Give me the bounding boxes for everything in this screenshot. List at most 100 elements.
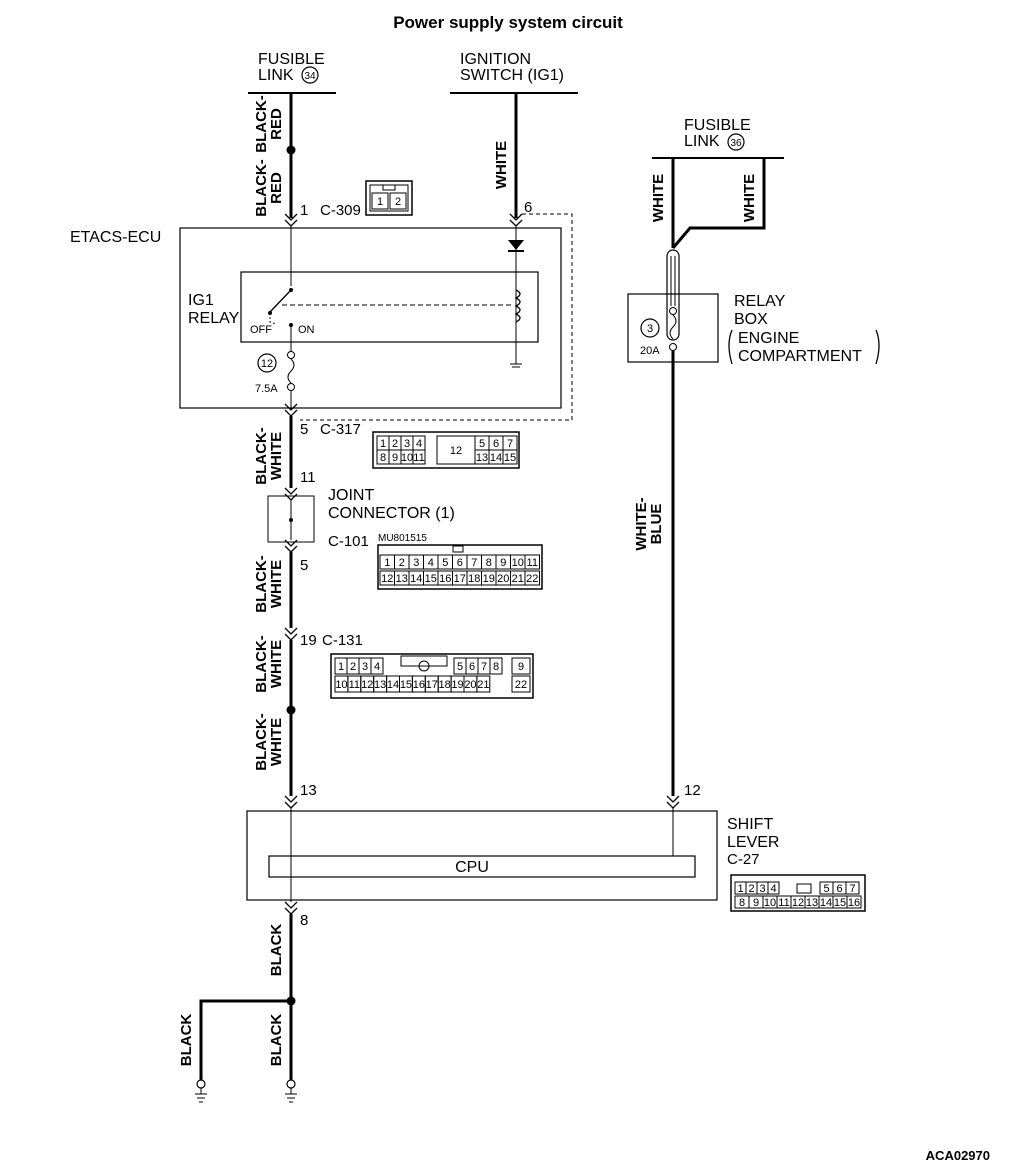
pin-sl-13: 13 — [300, 782, 317, 799]
svg-text:WHITE: WHITE — [268, 718, 285, 766]
wire-label-black-white-b: BLACK- WHITE — [253, 555, 285, 613]
connector-pin: 1 — [338, 661, 344, 673]
connector-pin: 4 — [374, 661, 380, 673]
connector-c131-label: C-131 — [322, 632, 363, 649]
pin-ign-6: 6 — [524, 199, 532, 216]
ignition-wire — [508, 93, 524, 368]
connector-pin: 21 — [477, 679, 489, 691]
connector-pin: 5 — [479, 438, 485, 450]
wire-label-white-b: WHITE — [741, 174, 758, 222]
connector-c101-part: MU801515 — [378, 533, 427, 544]
connector-pin: 15 — [400, 679, 412, 691]
connector-pin: 9 — [518, 661, 524, 673]
connector-pin: 3 — [362, 661, 368, 673]
joint-connector-line1: JOINT — [328, 487, 374, 504]
left-wire-segment-3 — [284, 552, 298, 902]
connector-pin: 11 — [349, 679, 360, 691]
connector-pin: 12 — [361, 679, 373, 691]
pin-c309-1: 1 — [300, 202, 308, 219]
svg-text:WHITE: WHITE — [268, 560, 285, 608]
relay-box-line2: BOX — [734, 311, 768, 328]
relay-box: 3 20A — [627, 293, 719, 363]
svg-text:7.5A: 7.5A — [255, 383, 278, 395]
connector-pin: 10 — [335, 679, 347, 691]
joint-connector-box — [267, 495, 315, 553]
right-wires — [666, 158, 766, 856]
fusible-link-36: FUSIBLE LINK 36 — [652, 117, 784, 159]
connector-pin: 8 — [380, 452, 386, 464]
fusible-link-36-line2: LINK — [684, 133, 720, 150]
connector-pin: 2 — [392, 438, 398, 450]
connector-pin: 19 — [483, 573, 495, 585]
connector-c309-face: 1 2 — [365, 180, 413, 216]
connector-pin: 4 — [428, 557, 434, 569]
wire-label-black-b: BLACK — [178, 1014, 195, 1067]
svg-text:BLACK-: BLACK- — [253, 427, 270, 485]
connector-pin: 18 — [439, 679, 451, 691]
shift-lever-line2: LEVER — [727, 834, 779, 851]
connector-pin: 1 — [384, 557, 390, 569]
connector-pin: 7 — [507, 438, 513, 450]
fusible-link-34: FUSIBLE LINK 34 — [248, 51, 336, 94]
wire-label-black-white-c: BLACK- WHITE — [253, 635, 285, 693]
relay-switch-icon — [268, 288, 512, 352]
shift-lever-box — [246, 810, 718, 901]
connector-pin: 15 — [504, 452, 516, 464]
svg-text:BLUE: BLUE — [648, 504, 665, 545]
connector-pin: 15 — [425, 573, 437, 585]
wire-label-black-red-a: BLACK- RED — [253, 95, 285, 153]
diagram-title: Power supply system circuit — [393, 13, 623, 32]
fusible-link-34-circle — [301, 66, 319, 84]
svg-text:BLACK-: BLACK- — [253, 713, 270, 771]
cpu-box — [268, 855, 696, 878]
connector-pin: 13 — [476, 452, 488, 464]
ig1-relay-box — [240, 271, 539, 343]
connector-pin: 17 — [426, 679, 438, 691]
relay-box-bracket-right — [875, 329, 880, 365]
connector-pin: 13 — [806, 897, 818, 909]
connector-c101-label: C-101 — [328, 533, 369, 550]
wire-label-black-white-a: BLACK- WHITE — [253, 427, 285, 485]
svg-text:20A: 20A — [640, 345, 660, 357]
connector-pin: 5 — [823, 883, 829, 895]
connector-pin: 10 — [401, 452, 413, 464]
connector-pin: 6 — [836, 883, 842, 895]
fusible-link-36-circle — [727, 133, 745, 151]
connector-pin: 1 — [380, 438, 386, 450]
reference-code: ACA02970 — [926, 1148, 990, 1163]
connector-c309-label: C-309 — [320, 202, 361, 219]
connector-pin: 13 — [396, 573, 408, 585]
svg-text:BLACK-: BLACK- — [253, 555, 270, 613]
wire-label-white: WHITE — [493, 141, 510, 189]
connector-pin: 1 — [737, 883, 743, 895]
connector-c317-label: C-317 — [320, 421, 361, 438]
svg-text:1: 1 — [377, 196, 383, 208]
connector-pin: 16 — [848, 897, 860, 909]
connector-pin: 14 — [410, 573, 422, 585]
connector-pin: 11 — [778, 897, 789, 909]
connector-pin: 13 — [374, 679, 386, 691]
fusible-link-34-line1: FUSIBLE — [258, 51, 325, 68]
etacs-ecu-box — [179, 227, 562, 409]
svg-text:BLACK-: BLACK- — [253, 159, 270, 217]
connector-pin: 4 — [416, 438, 422, 450]
svg-text:RED: RED — [268, 108, 285, 140]
connector-pin: 12 — [381, 573, 393, 585]
svg-text:BLACK-: BLACK- — [253, 635, 270, 693]
shift-lever-line1: SHIFT — [727, 816, 773, 833]
pin-jc-11: 11 — [300, 469, 316, 486]
connector-pin: 18 — [468, 573, 480, 585]
connector-pin: 15 — [834, 897, 846, 909]
relay-coil-icon — [514, 289, 521, 323]
connector-pin: 21 — [512, 573, 524, 585]
ig1-relay-line1: IG1 — [188, 292, 214, 309]
connector-pin: 3 — [404, 438, 410, 450]
svg-text:WHITE-: WHITE- — [633, 497, 650, 550]
diode-icon — [508, 240, 524, 250]
fuse-12: 12 7.5A — [255, 351, 295, 410]
connector-pin: 16 — [439, 573, 451, 585]
wire-label-white-a: WHITE — [650, 174, 667, 222]
